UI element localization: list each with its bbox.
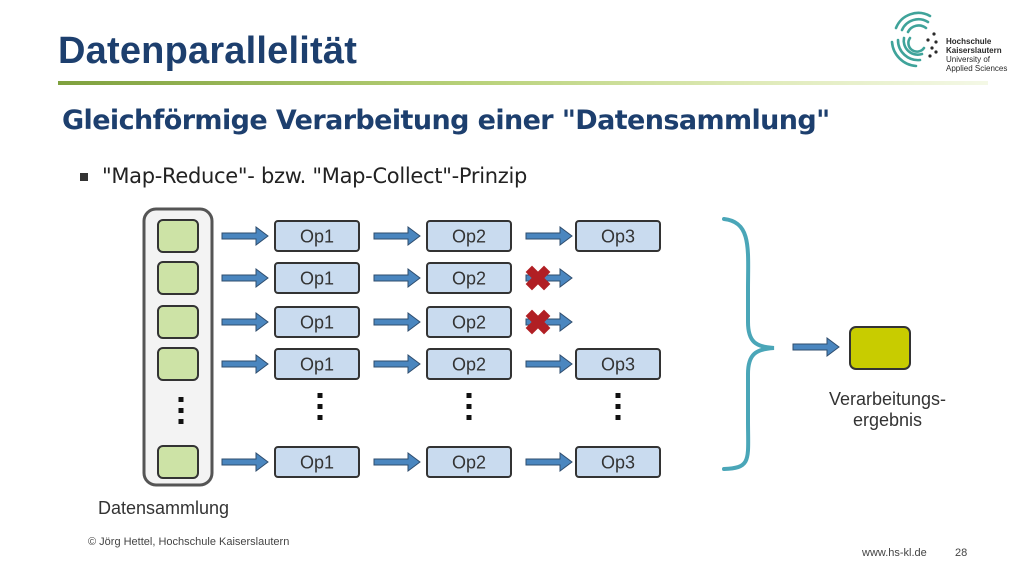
- arrow-right: [525, 354, 573, 374]
- failure-cross-icon: [525, 309, 551, 335]
- arrow-right: [221, 354, 269, 374]
- logo-wordmark: Hochschule Kaiserslautern University of …: [946, 37, 1007, 73]
- arrow-right: [221, 312, 269, 332]
- arrow-right: [373, 312, 421, 332]
- arrow-right: [221, 268, 269, 288]
- operation-label: Op1: [300, 355, 334, 375]
- operation-label: Op3: [601, 355, 635, 375]
- result-label: Verarbeitungs- ergebnis: [800, 389, 975, 431]
- operation-box: [426, 446, 512, 478]
- title-underline: [58, 81, 988, 85]
- arrow-right: [373, 268, 421, 288]
- footer-page-number: 28: [955, 547, 968, 559]
- logo-line-3: University of: [946, 55, 991, 64]
- ellipsis-dots: [466, 393, 472, 420]
- curly-brace: [722, 217, 775, 471]
- operation-box: [274, 348, 360, 380]
- collection-item: [157, 347, 199, 381]
- operation-box: [426, 348, 512, 380]
- operation-box: [274, 220, 360, 252]
- operation-box: [575, 348, 661, 380]
- footer-url: www.hs-kl.de: [862, 547, 927, 559]
- arrow-right: [525, 452, 573, 472]
- operation-box: [426, 262, 512, 294]
- operation-box: [575, 220, 661, 252]
- operation-box: [274, 446, 360, 478]
- arrow-right: [525, 226, 573, 246]
- arrow-right: [373, 452, 421, 472]
- logo-line-4: Applied Sciences: [946, 64, 1008, 73]
- bullet-text: "Map-Reduce"- bzw. "Map-Collect"-Prinzip: [102, 164, 528, 188]
- result-label-line-2: ergebnis: [852, 410, 923, 430]
- result-box: [849, 326, 911, 370]
- arrow-right: [221, 452, 269, 472]
- arrow-right: [373, 354, 421, 374]
- operation-label: Op2: [452, 269, 486, 289]
- operation-box: [426, 220, 512, 252]
- operation-label: Op1: [300, 313, 334, 333]
- collection-item: [157, 261, 199, 295]
- logo-line-1: Hochschule: [946, 37, 992, 46]
- collection-item: [157, 445, 199, 479]
- operation-label: Op1: [300, 453, 334, 473]
- operation-label: Op1: [300, 227, 334, 247]
- operation-label: Op3: [601, 227, 635, 247]
- university-logo: [890, 8, 942, 75]
- operation-box: [274, 262, 360, 294]
- slide-title: Datenparallelität: [58, 30, 358, 72]
- ellipsis-dots: [317, 393, 323, 420]
- slide-subtitle: Gleichförmige Verarbeitung einer "Datens…: [62, 105, 830, 136]
- operation-box: [274, 306, 360, 338]
- operation-label: Op2: [452, 453, 486, 473]
- logo-mark-icon: [890, 11, 938, 68]
- logo-line-2: Kaiserslautern: [946, 46, 1002, 55]
- failure-cross-icon: [525, 265, 551, 291]
- operation-label: Op2: [452, 313, 486, 333]
- ellipsis-dots: [178, 397, 184, 424]
- operation-box: [426, 306, 512, 338]
- operation-label: Op2: [452, 227, 486, 247]
- operation-label: Op2: [452, 355, 486, 375]
- arrow-right: [373, 226, 421, 246]
- arrow-right: [221, 226, 269, 246]
- operation-label: Op3: [601, 453, 635, 473]
- collection-label: Datensammlung: [98, 498, 230, 518]
- operation-box: [575, 446, 661, 478]
- operation-label: Op1: [300, 269, 334, 289]
- collection-item: [157, 219, 199, 253]
- ellipsis-dots: [615, 393, 621, 420]
- bullet-marker: [80, 173, 88, 181]
- arrow-right: [792, 337, 840, 357]
- collection-item: [157, 305, 199, 339]
- result-label-line-1: Verarbeitungs-: [828, 389, 947, 409]
- footer-copyright: © Jörg Hettel, Hochschule Kaiserslautern: [88, 536, 290, 548]
